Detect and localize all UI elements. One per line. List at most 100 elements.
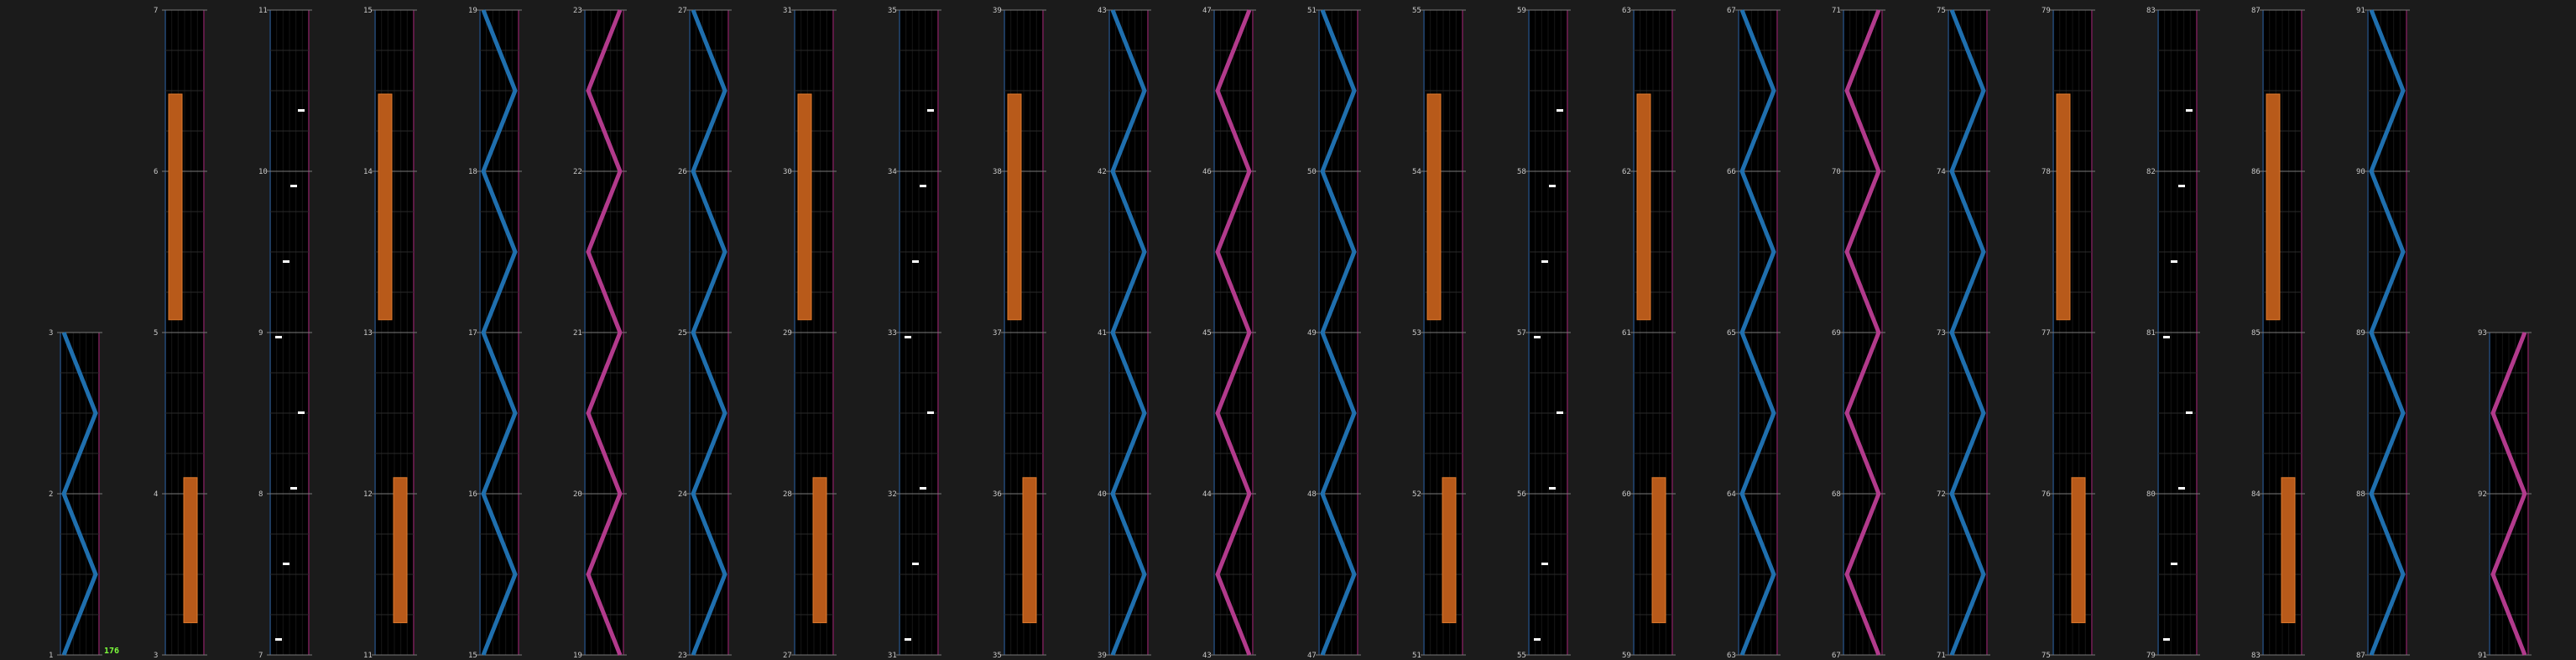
measure-number: 69	[1832, 329, 1841, 338]
hold-note	[1651, 477, 1666, 624]
measure-number: 34	[888, 168, 897, 176]
tap-note	[2171, 260, 2177, 263]
measure-number: 87	[2251, 7, 2261, 15]
tap-note	[290, 185, 297, 187]
measure-number: 51	[1412, 652, 1421, 660]
measure-number: 31	[888, 652, 897, 660]
measure-number: 17	[468, 329, 477, 338]
tap-note	[283, 563, 289, 565]
tap-note	[1557, 109, 1563, 112]
measure-number: 39	[993, 7, 1002, 15]
hold-note	[797, 93, 812, 321]
measure-number: 48	[1307, 490, 1317, 499]
tap-note	[2163, 638, 2170, 641]
hold-note	[183, 477, 198, 624]
measure-number: 23	[573, 7, 582, 15]
measure-number: 43	[1098, 7, 1107, 15]
measure-number: 47	[1307, 652, 1317, 660]
hold-note	[2281, 477, 2296, 624]
measure-number: 21	[573, 329, 582, 338]
measure-number: 3	[49, 329, 53, 338]
measure-number: 26	[678, 168, 687, 176]
measure-number: 12	[363, 490, 373, 499]
measure-number: 54	[1412, 168, 1421, 176]
measure-number: 59	[1622, 652, 1631, 660]
measure-number: 22	[573, 168, 582, 176]
measure-number: 76	[2042, 490, 2051, 499]
hold-note	[2071, 477, 2086, 624]
measure-number: 25	[678, 329, 687, 338]
tap-note	[912, 260, 919, 263]
laser-line	[1949, 9, 1986, 656]
hold-note	[1007, 93, 1022, 321]
measure-number: 60	[1622, 490, 1631, 499]
hold-note	[378, 93, 393, 321]
measure-number: 20	[573, 490, 582, 499]
tap-note	[1534, 336, 1541, 338]
measure-number: 44	[1202, 490, 1212, 499]
measure-number: 82	[2146, 168, 2156, 176]
measure-number: 77	[2042, 329, 2051, 338]
measure-number: 31	[783, 7, 792, 15]
measure-number: 79	[2146, 652, 2156, 660]
measure-number: 63	[1727, 652, 1736, 660]
measure-number: 27	[678, 7, 687, 15]
measure-number: 92	[2478, 490, 2487, 499]
measure-number: 91	[2478, 652, 2487, 660]
measure-number: 49	[1307, 329, 1317, 338]
tap-note	[2178, 185, 2185, 187]
measure-number: 74	[1937, 168, 1946, 176]
tap-note	[920, 185, 926, 187]
measure-number: 86	[2251, 168, 2261, 176]
measure-number: 24	[678, 490, 687, 499]
hold-note	[1442, 477, 1457, 624]
laser-line	[61, 332, 98, 656]
laser-line	[1110, 9, 1147, 656]
measure-number: 84	[2251, 490, 2261, 499]
tap-note	[912, 563, 919, 565]
measure-number: 72	[1937, 490, 1946, 499]
tap-note	[1541, 260, 1548, 263]
tap-note	[2163, 336, 2170, 338]
measure-number: 27	[783, 652, 792, 660]
tap-note	[1549, 185, 1556, 187]
measure-number: 5	[154, 329, 158, 338]
measure-number: 75	[2042, 652, 2051, 660]
measure-number: 88	[2356, 490, 2365, 499]
laser-line	[2369, 9, 2406, 656]
measure-number: 55	[1412, 7, 1421, 15]
bpm-label: 176	[104, 647, 119, 656]
measure-number: 18	[468, 168, 477, 176]
measure-number: 57	[1517, 329, 1526, 338]
measure-number: 39	[1098, 652, 1107, 660]
measure-number: 19	[573, 652, 582, 660]
measure-number: 8	[258, 490, 263, 499]
measure-number: 11	[363, 652, 373, 660]
measure-number: 7	[154, 7, 158, 15]
tap-note	[275, 638, 282, 641]
measure-number: 30	[783, 168, 792, 176]
measure-number: 66	[1727, 168, 1736, 176]
measure-number: 33	[888, 329, 897, 338]
measure-number: 45	[1202, 329, 1212, 338]
tap-note	[1549, 487, 1556, 490]
measure-number: 6	[154, 168, 158, 176]
hold-note	[2056, 93, 2071, 321]
measure-number: 73	[1937, 329, 1946, 338]
measure-number: 35	[993, 652, 1002, 660]
measure-number: 80	[2146, 490, 2156, 499]
measure-number: 50	[1307, 168, 1317, 176]
measure-number: 52	[1412, 490, 1421, 499]
measure-number: 61	[1622, 329, 1631, 338]
tap-note	[1557, 411, 1563, 414]
measure-number: 15	[468, 652, 477, 660]
tap-note	[290, 487, 297, 490]
measure-number: 37	[993, 329, 1002, 338]
measure-number: 75	[1937, 7, 1946, 15]
measure-number: 15	[363, 7, 373, 15]
measure-number: 58	[1517, 168, 1526, 176]
tap-note	[1541, 563, 1548, 565]
measure-number: 43	[1202, 652, 1212, 660]
measure-number: 64	[1727, 490, 1736, 499]
measure-number: 38	[993, 168, 1002, 176]
